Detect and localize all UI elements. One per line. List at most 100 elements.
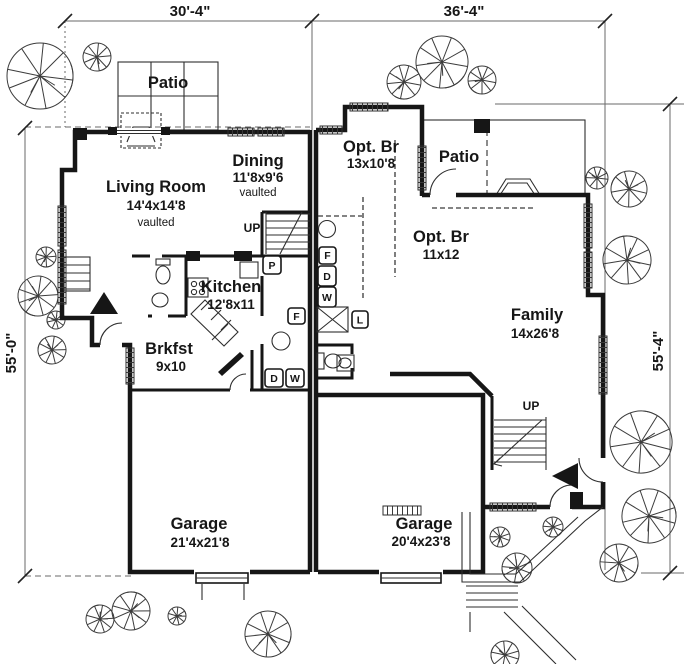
svg-text:W: W [290, 373, 300, 385]
window [227, 127, 255, 137]
right-stairs [492, 417, 547, 470]
tree-icon [598, 231, 657, 290]
svg-text:P: P [268, 260, 275, 272]
dining-size: 11'8x9'6 [233, 170, 284, 185]
dimension-right-side: 55'-4" [650, 331, 667, 372]
water-heater-right [317, 219, 337, 239]
tree-icon [77, 37, 116, 76]
entry-closet-shelves [63, 256, 91, 292]
right-patio-label: Patio [439, 148, 479, 166]
svg-text:D: D [270, 373, 278, 385]
svg-text:F: F [324, 250, 331, 262]
svg-text:L: L [357, 315, 364, 327]
living-room-size: 14'4x14'8 [127, 198, 186, 213]
dryer-marker-left: D [264, 368, 284, 388]
right-patio: Patio [421, 119, 586, 196]
dimension-left-side: 55'-0" [3, 333, 20, 374]
left-garage-label: Garage [171, 515, 228, 533]
left-unit-interior: P F D W [63, 128, 310, 388]
tree-icon [604, 164, 654, 214]
window [125, 347, 135, 385]
window [598, 335, 608, 395]
opt-br-front-size: 13x10'8 [347, 156, 396, 171]
breakfast-label: Brkfst [145, 340, 193, 358]
washer-marker-left: W [285, 368, 305, 388]
dimension-top-left: 30'-4" [170, 3, 211, 20]
living-room-note: vaulted [137, 217, 174, 229]
dimension-top-right: 36'-4" [444, 3, 485, 20]
bath-fixtures-right [316, 352, 355, 372]
right-garage-label: Garage [396, 515, 453, 533]
tree-icon [240, 606, 296, 662]
svg-text:W: W [322, 292, 332, 304]
right-unit-walls [316, 104, 606, 575]
window [583, 203, 593, 249]
kitchen-size: 12'8x11 [207, 297, 255, 312]
furnace-unit [316, 306, 349, 333]
window [417, 145, 427, 191]
pantry-marker: P [262, 255, 282, 275]
left-stairs [265, 211, 310, 255]
window [489, 502, 537, 512]
breakfast-size: 9x10 [156, 359, 186, 374]
tree-icon [406, 26, 478, 98]
window [349, 102, 389, 112]
right-unit-interior: F D W L [316, 140, 583, 509]
left-patio: Patio [117, 61, 219, 149]
windows [57, 102, 608, 516]
window [257, 127, 285, 137]
tree-icon [496, 547, 538, 589]
tree-icon [34, 332, 70, 368]
dining-note: vaulted [239, 187, 276, 199]
dimension-lines: 30'-4" 36'-4" 55'-0" 55'-4" [3, 3, 678, 584]
tree-icon [34, 245, 57, 268]
room-labels: Living Room 14'4x14'8 vaulted Dining 11'… [106, 138, 564, 550]
water-heater-left [271, 331, 291, 351]
dryer-marker-right: D [317, 265, 337, 287]
kitchen-appliances [186, 251, 259, 347]
entry-arrow-left [90, 292, 118, 314]
left-garage-size: 21'4x21'8 [171, 535, 230, 550]
entry-arrow-right [552, 463, 578, 489]
family-label: Family [511, 306, 564, 324]
left-patio-label: Patio [148, 74, 188, 92]
washer-marker-right: W [317, 286, 337, 308]
svg-text:D: D [323, 271, 331, 283]
tree-icon [487, 524, 514, 551]
right-up-label: UP [523, 399, 540, 413]
opt-br-mid-label: Opt. Br [413, 228, 469, 246]
family-size: 14x26'8 [511, 326, 560, 341]
tree-icon [594, 538, 645, 589]
left-up-label: UP [244, 221, 261, 235]
svg-text:F: F [293, 311, 300, 323]
patio-grill [474, 119, 490, 133]
window [57, 205, 67, 247]
laundry-marker: L [351, 310, 369, 329]
window [583, 251, 593, 289]
patio-slider-door [108, 127, 170, 135]
window [319, 125, 343, 135]
tree-icon [7, 43, 73, 109]
breakfast-bay-wall [218, 352, 244, 376]
opt-br-mid-size: 11x12 [423, 247, 460, 262]
garage-door-track [382, 505, 422, 516]
furnace-marker-left: F [287, 307, 306, 325]
right-garage-size: 20'4x23'8 [392, 534, 451, 549]
tree-icon [541, 515, 565, 540]
living-room-label: Living Room [106, 178, 206, 196]
window [57, 249, 67, 305]
tree-icon [164, 603, 189, 628]
furnace-marker-right: F [318, 246, 337, 265]
entry-step-block [570, 492, 583, 509]
entry-courtyard [461, 506, 604, 664]
powder-room-fixtures [151, 258, 171, 308]
tree-icon [109, 589, 153, 633]
kitchen-label: Kitchen [201, 278, 262, 296]
tree-icon [613, 480, 685, 552]
party-wall [307, 130, 319, 572]
tree-icon [490, 640, 520, 664]
dining-label: Dining [232, 152, 283, 170]
opt-br-front-label: Opt. Br [343, 138, 399, 156]
